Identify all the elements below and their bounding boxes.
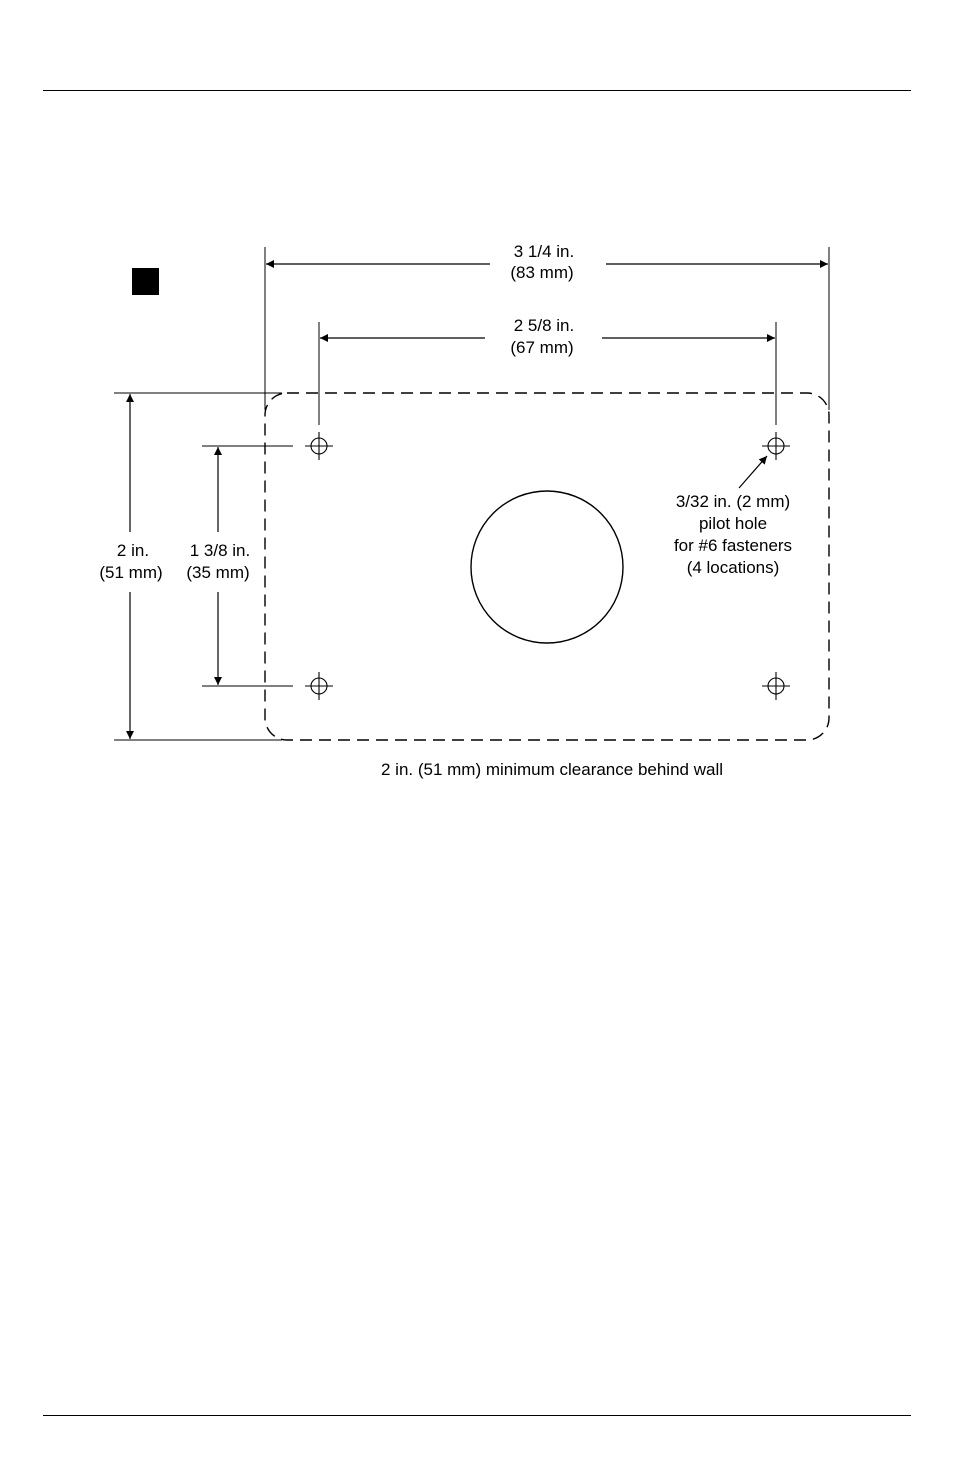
overall-width-imperial: 3 1/4 in. [514,242,575,261]
pilot-hole-note-line3: for #6 fasteners [674,536,792,555]
hole-height-imperial: 1 3/8 in. [190,541,251,560]
hole-width-metric: (67 mm) [510,338,573,357]
pilot-hole-bottom-right [762,672,790,700]
hole-width-imperial: 2 5/8 in. [514,316,575,335]
pilot-hole-leader [739,456,767,488]
overall-width-metric: (83 mm) [510,263,573,282]
hole-height-metric: (35 mm) [186,563,249,582]
pilot-hole-note-line4: (4 locations) [687,558,780,577]
center-opening [471,491,623,643]
overall-height-imperial: 2 in. [117,541,149,560]
section-marker-square [132,268,159,295]
pilot-hole-top-left [305,432,333,460]
pilot-hole-bottom-left [305,672,333,700]
clearance-note: 2 in. (51 mm) minimum clearance behind w… [381,760,723,779]
pilot-hole-top-right [762,432,790,460]
pilot-hole-note-line1: 3/32 in. (2 mm) [676,492,790,511]
overall-height-metric: (51 mm) [99,563,162,582]
pilot-hole-note-line2: pilot hole [699,514,767,533]
